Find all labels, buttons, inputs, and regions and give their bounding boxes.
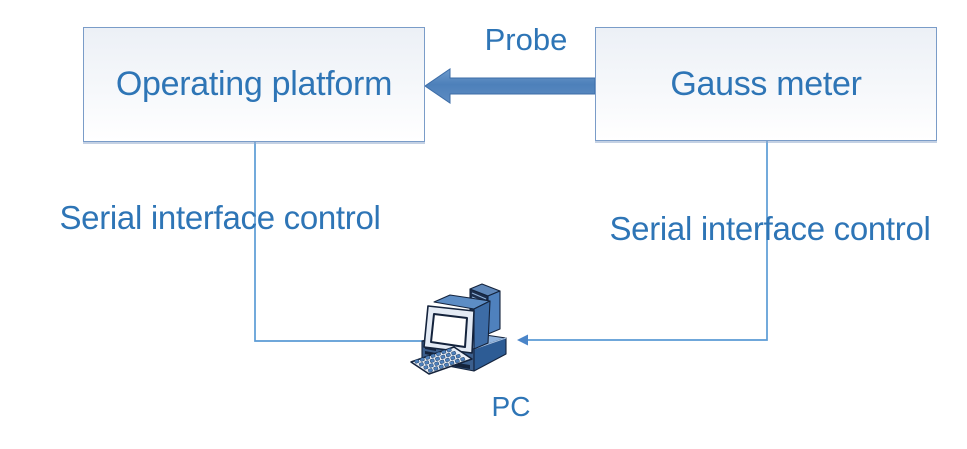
probe-arrow <box>424 68 596 104</box>
serial-interface-control-right-label: Serial interface control <box>609 210 931 247</box>
operating-platform-box: Operating platform <box>83 27 425 142</box>
serial-interface-control-left-label: Serial interface control <box>59 199 381 236</box>
operating-platform-label: Operating platform <box>115 65 393 103</box>
serial-connector-right <box>517 141 768 346</box>
probe-label: Probe <box>484 22 568 57</box>
desktop-computer-icon <box>410 283 507 375</box>
gauss-meter-box: Gauss meter <box>595 27 937 141</box>
keyboard-keys <box>414 348 466 373</box>
gauss-meter-label: Gauss meter <box>670 64 862 103</box>
pc-label: PC <box>491 391 531 422</box>
